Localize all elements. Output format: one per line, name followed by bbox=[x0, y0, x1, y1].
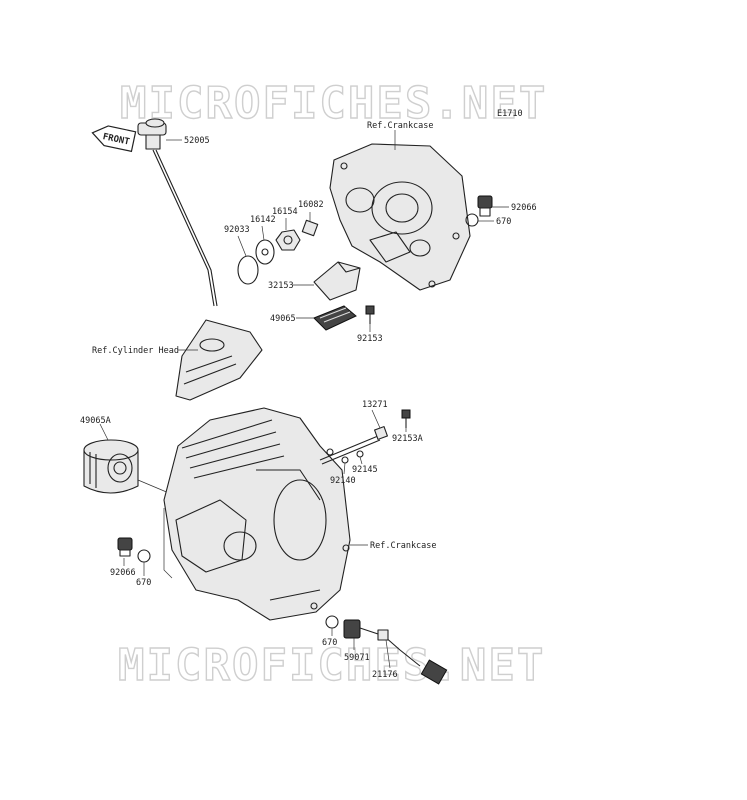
breather-filter-part bbox=[313, 305, 357, 331]
label-92033: 92033 bbox=[224, 225, 250, 235]
crankcase-main-part bbox=[163, 407, 351, 621]
dipstick-part bbox=[137, 118, 218, 307]
label-92066-top: 92066 bbox=[511, 203, 537, 213]
governor-parts bbox=[237, 219, 319, 285]
leader-line bbox=[261, 225, 265, 241]
leader-line bbox=[385, 639, 391, 669]
drain-plug-top-part bbox=[465, 195, 493, 227]
label-670-left: 670 bbox=[136, 578, 151, 588]
breather-part bbox=[313, 261, 361, 301]
label-670-top: 670 bbox=[496, 217, 511, 227]
label-92153: 92153 bbox=[357, 334, 383, 344]
leader-line bbox=[343, 462, 346, 475]
diagram-code: E1710 bbox=[497, 109, 523, 119]
label-32153: 32153 bbox=[268, 281, 294, 291]
leader-line bbox=[359, 456, 363, 465]
dipstick-tube-part bbox=[175, 319, 263, 401]
label-92066-bottom: 92066 bbox=[110, 568, 136, 578]
leader-line bbox=[163, 508, 173, 579]
label-21176: 21176 bbox=[372, 670, 398, 680]
label-670-bottom: 670 bbox=[322, 638, 337, 648]
leader-line bbox=[371, 409, 381, 429]
label-13271: 13271 bbox=[362, 400, 388, 410]
label-49065A: 49065A bbox=[80, 416, 111, 426]
label-ref-crankcase-mid: Ref.Crankcase bbox=[370, 541, 437, 551]
label-92140: 92140 bbox=[330, 476, 356, 486]
label-16154: 16154 bbox=[272, 207, 298, 217]
label-52005: 52005 bbox=[184, 136, 210, 146]
crankcase-cover-part bbox=[329, 143, 471, 291]
governor-shaft-part bbox=[319, 409, 411, 465]
label-92145: 92145 bbox=[352, 465, 378, 475]
label-49065: 49065 bbox=[270, 314, 296, 324]
label-59071: 59071 bbox=[344, 653, 370, 663]
front-arrow-icon: FRONT bbox=[91, 125, 137, 153]
watermark-bottom: MICROFICHES.NET bbox=[118, 640, 545, 691]
drain-plug-bottom-part bbox=[117, 537, 151, 563]
label-16082: 16082 bbox=[298, 200, 324, 210]
oil-filter-part bbox=[83, 439, 139, 494]
bolt-part bbox=[365, 305, 375, 324]
label-16142: 16142 bbox=[250, 215, 276, 225]
label-ref-cylinder-head: Ref.Cylinder Head bbox=[92, 346, 179, 356]
label-92153A: 92153A bbox=[392, 434, 423, 444]
leader-line bbox=[99, 423, 109, 441]
pin-washer-parts bbox=[341, 450, 364, 464]
label-ref-crankcase-top: Ref.Crankcase bbox=[367, 121, 434, 131]
leader-line bbox=[237, 235, 247, 257]
watermark-top: MICROFICHES.NET bbox=[120, 78, 547, 129]
